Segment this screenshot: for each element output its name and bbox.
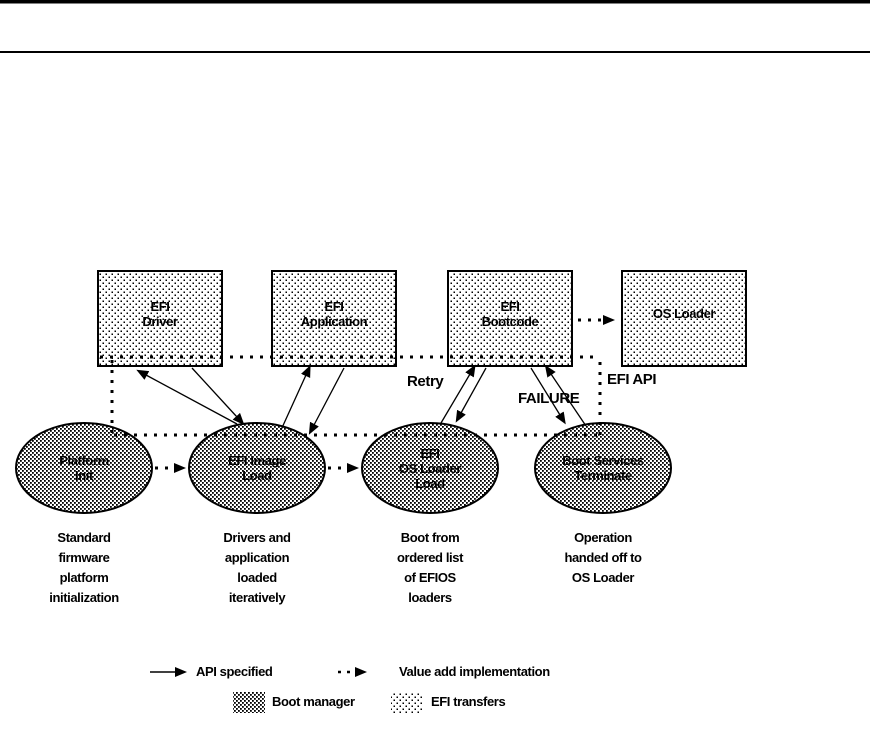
legend-value-add-label: Value add implementation [399,664,550,679]
efi-os-loader-load-caption: Boot from ordered list of EFIOS loaders [397,530,463,605]
os-loader-label: OS Loader [652,306,716,321]
efi-os-loader-load-label: EFI OS Loader Load [398,445,462,491]
failure-annotation: FAILURE [518,390,580,407]
efi-image-load-label: EFI Image Load [228,453,286,483]
platform-init-label: Platform Init [59,453,109,483]
header-rule [0,51,870,53]
efi-image-load-caption: Drivers and application loaded iterative… [223,530,291,605]
bootcode-to-terminate-arrow [530,367,566,425]
driver-to-image-load-arrow [191,367,245,426]
efi-driver-box [97,270,223,367]
api-specified-arrows [136,364,587,435]
legend-efi-transfers-swatch [391,692,423,713]
application-to-image-load-arrow [308,367,345,435]
terminate-to-bootcode-arrow [544,364,587,427]
legend-api-specified-label: API specified [196,664,273,679]
legend-boot-manager-label: Boot manager [272,694,355,709]
boot-services-terminate-label: Boot Services Terminate [562,453,644,483]
legend-boot-manager-swatch [233,692,265,713]
efi-bootcode-label: EFI Bootcode [481,298,539,329]
os-loader-load-to-bootcode-arrow [440,364,476,424]
efi-os-loader-load-ellipse [361,422,499,514]
retry-annotation: Retry [407,373,444,390]
efi-bootcode-box [447,270,573,367]
efi-image-load-ellipse [188,422,326,514]
image-load-to-driver-arrow [136,369,238,425]
boot-services-terminate-caption: Operation handed off to OS Loader [564,530,642,585]
bootcode-to-os-loader-load-arrow [455,367,487,423]
os-loader-box [621,270,747,367]
top-bar [0,0,870,4]
efi-api-annotation: EFI API [607,371,657,388]
efi-api-dotted-path [100,355,602,437]
efi-application-box [271,270,397,367]
efi-application-label: EFI Application [300,298,368,329]
efi-driver-label: EFI Driver [142,298,178,329]
boot-services-terminate-ellipse [534,422,672,514]
image-load-to-application-arrow [280,364,311,431]
platform-init-ellipse [15,422,153,514]
platform-init-caption: Standard firmware platform initializatio… [49,530,119,605]
legend-efi-transfers-label: EFI transfers [431,694,506,709]
